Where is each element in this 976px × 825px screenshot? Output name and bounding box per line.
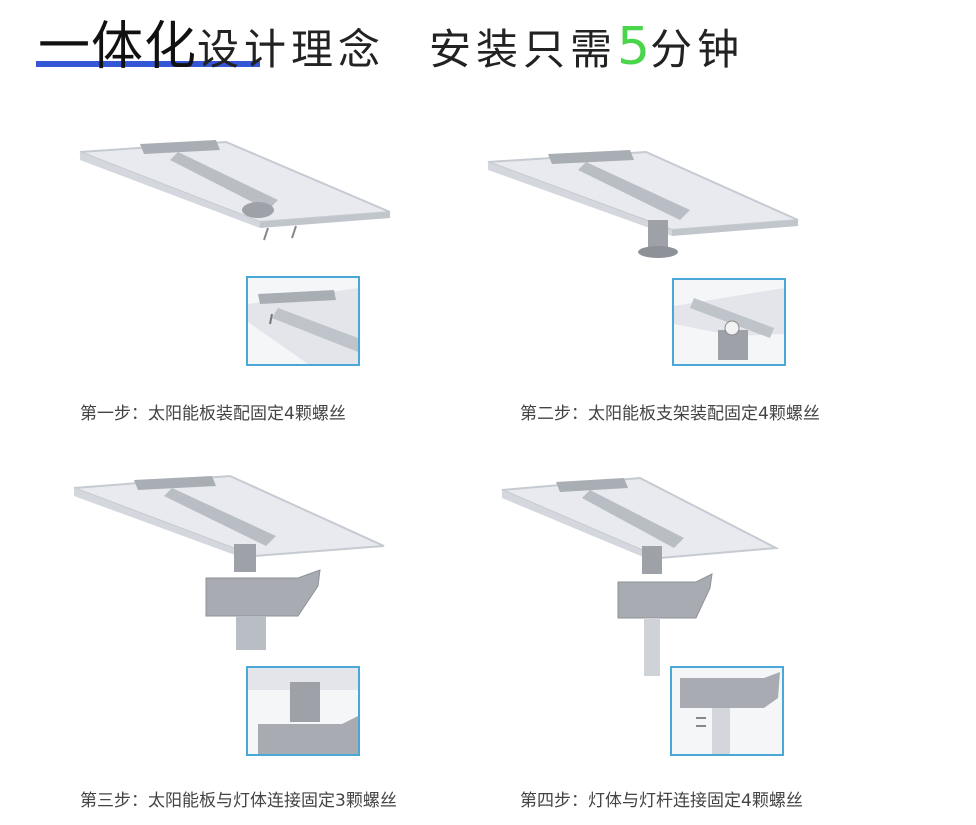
step2-panel-illustration (486, 140, 804, 260)
step1-detail-inset (246, 276, 360, 366)
title-tail-b: 分钟 (650, 25, 745, 74)
step3-assembly-illustration (72, 466, 388, 652)
step4-caption: 第四步：灯体与灯杆连接固定4颗螺丝 (520, 791, 803, 811)
step1-caption: 第一步：太阳能板装配固定4颗螺丝 (80, 404, 346, 424)
step1-panel-illustration (78, 130, 398, 245)
step3-caption: 第三步：太阳能板与灯体连接固定3颗螺丝 (80, 791, 397, 811)
title-big: 一体化 (38, 17, 198, 77)
step4-assembly-illustration (500, 468, 780, 678)
title-number: 5 (617, 17, 651, 77)
title-mid: 设计理念 (197, 25, 386, 74)
step3-detail-inset (246, 666, 360, 756)
title-underline (36, 61, 260, 67)
title-tail-a: 安装只需 (429, 25, 618, 74)
step4-detail-inset (670, 666, 784, 756)
page-title: 一体化设计理念安装只需5分钟 (38, 4, 745, 77)
step2-caption: 第二步：太阳能板支架装配固定4颗螺丝 (520, 404, 820, 424)
step2-detail-inset (672, 278, 786, 366)
